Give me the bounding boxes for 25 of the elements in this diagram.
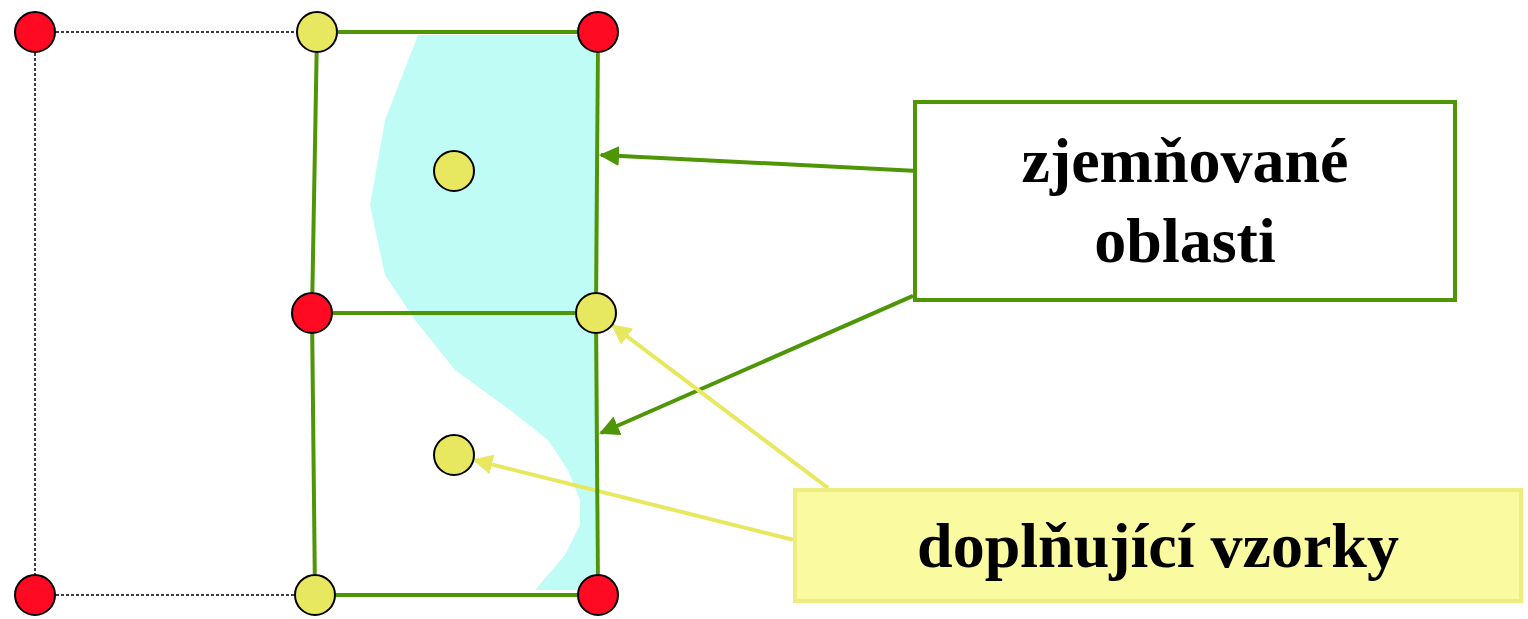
cell-border-line bbox=[594, 334, 600, 574]
cell-border-line bbox=[594, 53, 600, 292]
sample-point bbox=[294, 574, 336, 616]
cell-border-line bbox=[336, 593, 577, 597]
callout-box bbox=[793, 488, 1523, 603]
cell-border-line bbox=[310, 333, 317, 575]
leader-arrow bbox=[611, 324, 830, 490]
sample-point bbox=[14, 11, 56, 53]
cell-border-line bbox=[333, 311, 575, 315]
dashed-line bbox=[55, 594, 295, 596]
callout-box bbox=[913, 100, 1457, 302]
sample-point bbox=[291, 292, 333, 334]
callout-text: zjemňované oblasti bbox=[1020, 124, 1350, 278]
sample-point bbox=[296, 11, 338, 53]
sample-point bbox=[433, 434, 475, 476]
cell-border-line bbox=[338, 30, 577, 34]
dashed-line bbox=[55, 31, 297, 33]
sample-point bbox=[14, 574, 56, 616]
leader-arrow bbox=[599, 294, 914, 435]
callout-text: doplňující vzorky bbox=[917, 508, 1399, 583]
cell-border-line bbox=[310, 52, 319, 293]
sample-point bbox=[577, 574, 619, 616]
sample-point bbox=[577, 11, 619, 53]
dashed-line bbox=[34, 52, 36, 575]
leader-arrow bbox=[599, 145, 914, 173]
